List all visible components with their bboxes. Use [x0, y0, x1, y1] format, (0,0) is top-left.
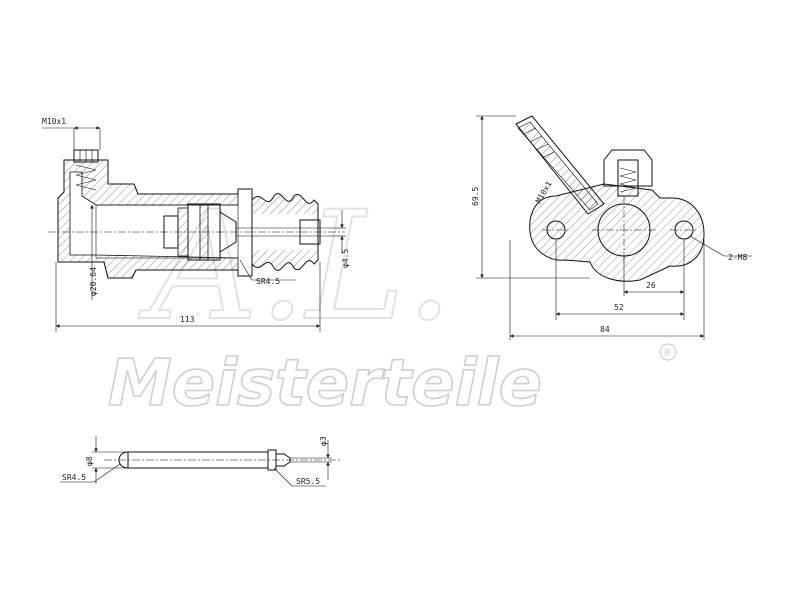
pushrod-right-radius-label: SR5.5: [296, 477, 320, 486]
inlet-spring: [73, 149, 99, 191]
pushrod-view: φ8 SR4.5 SR5.5 φ3: [60, 436, 340, 487]
rubber-boot: [236, 193, 330, 271]
tip-diameter-label: φ3: [319, 436, 328, 446]
bore-diameter-label: φ20.64: [89, 267, 98, 296]
height-label: 69.5: [471, 187, 480, 206]
rod-radius-label: SR4.5: [256, 277, 280, 286]
mount-holes-label: 2-M8: [728, 253, 747, 262]
left-thread-label: M10x1: [42, 117, 66, 126]
port-diameter-label: φ4.5: [341, 249, 350, 268]
hole-spacing-label: 52: [614, 303, 624, 312]
bleed-tower: [603, 149, 653, 197]
piston: [163, 203, 237, 261]
cylinder-section-view: M10x1 φ20.64 113 SR4.5 φ4.5: [42, 117, 350, 332]
overall-length-label: 113: [180, 315, 195, 324]
shaft-diameter-label: φ8: [85, 456, 94, 466]
watermark-registered-letter: R: [664, 348, 671, 359]
offset-26-label: 26: [646, 281, 656, 290]
pushrod-left-radius-label: SR4.5: [62, 473, 86, 482]
watermark-registered-mark: [659, 343, 677, 361]
watermark-brand: Meisterteile: [108, 347, 542, 421]
angled-inlet: [515, 115, 605, 215]
flange-view: 69.5 M10x1 2-M8 26 52 84: [471, 115, 752, 340]
overall-width-label: 84: [600, 325, 610, 334]
